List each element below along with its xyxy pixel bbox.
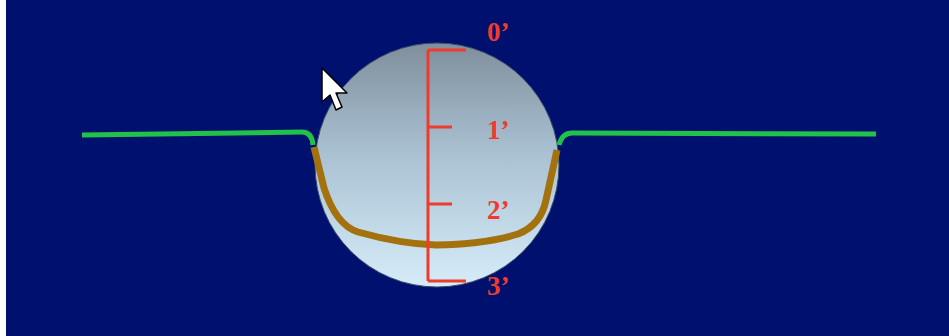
ground-line-right — [559, 133, 876, 145]
depth-label: 0’ — [487, 19, 510, 46]
depth-label: 3’ — [487, 273, 510, 300]
sphere — [315, 43, 559, 287]
depth-label: 1’ — [487, 117, 510, 144]
depth-scale — [428, 50, 466, 281]
excavation-curve — [314, 147, 557, 245]
ground-line-left — [82, 132, 313, 145]
mouse-cursor — [322, 68, 347, 110]
illustration — [6, 0, 949, 336]
depth-label: 2’ — [487, 197, 510, 224]
stage-background: 0’ 1’ 2’ 3’ — [6, 0, 949, 336]
